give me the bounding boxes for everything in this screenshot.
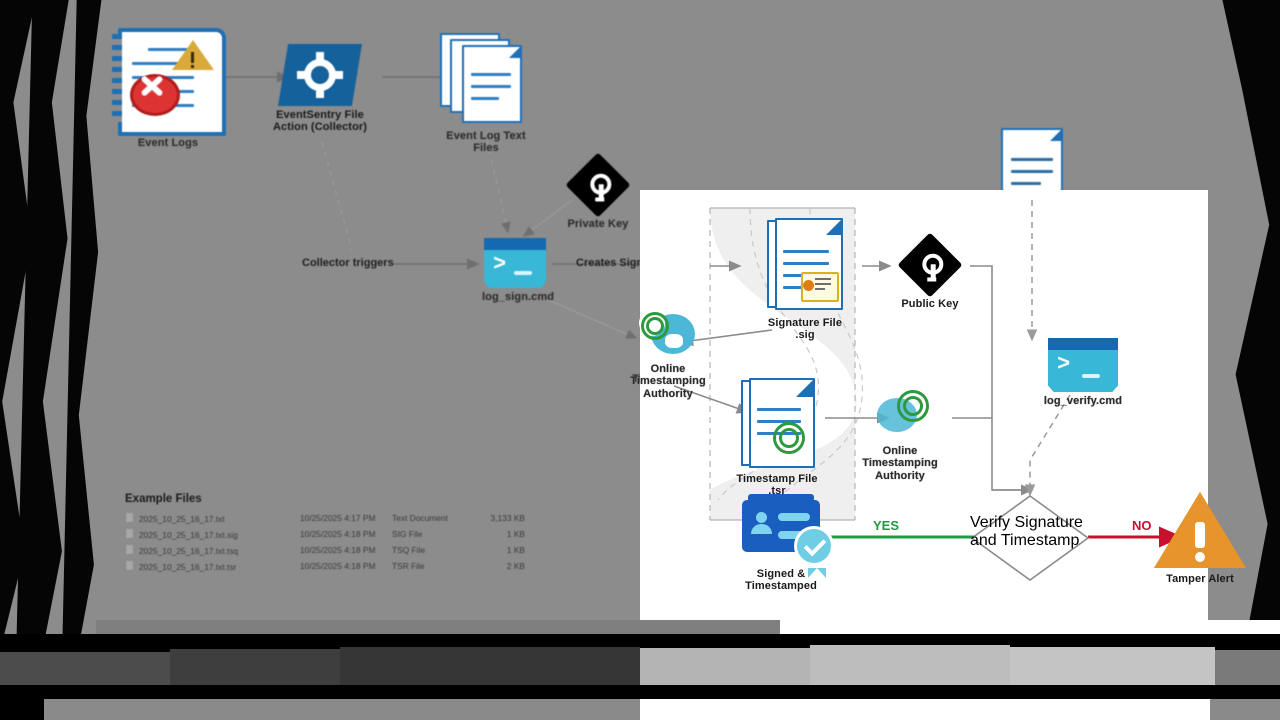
file-date: 10/25/2025 4:18 PM <box>300 561 376 571</box>
example-files-title: Example Files <box>125 493 202 505</box>
signed-document-icon <box>763 218 847 314</box>
node-event-log-text-files: Event Log Text Files <box>430 33 542 155</box>
file-size: 1 KB <box>506 529 525 539</box>
node-label: Private Key <box>567 218 629 230</box>
file-name: 2025_10_25_16_17.txt <box>139 514 225 524</box>
terminal-icon: > <box>484 238 546 288</box>
file-type: SIG File <box>392 529 423 539</box>
table-row: 2025_10_25_16_17.txt.tsr 10/25/2025 4:18… <box>125 558 525 574</box>
file-date: 10/25/2025 4:18 PM <box>300 529 376 539</box>
warning-triangle-icon <box>1154 492 1246 568</box>
terminal-icon: > <box>1048 338 1118 392</box>
table-row: 2025_10_25_16_17.txt.tsq 10/25/2025 4:18… <box>125 542 525 558</box>
file-type: TSR File <box>392 561 425 571</box>
file-name: 2025_10_25_16_17.txt.tsq <box>139 546 239 556</box>
file-size: 1 KB <box>506 545 525 555</box>
file-type: TSQ File <box>392 545 426 555</box>
node-label: Public Key <box>901 298 959 310</box>
node-event-logs: Event Logs <box>104 28 232 149</box>
node-public-key: Public Key <box>888 232 972 310</box>
node-timestamp-file: Timestamp File .tsr <box>712 378 842 498</box>
node-tsa-right: Online Timestamping Authority <box>848 390 952 482</box>
node-private-key: Private Key <box>556 152 640 230</box>
file-size: 2 KB <box>506 561 525 571</box>
file-name: 2025_10_25_16_17.txt.tsr <box>139 562 237 572</box>
node-label: Event Log Text Files <box>446 130 526 155</box>
node-verify-decision: Verify Signature and Timestamp <box>970 494 1090 582</box>
edge-label-collector-triggers: Collector triggers <box>302 257 394 269</box>
file-icon <box>125 544 134 555</box>
table-row: 2025_10_25_16_17.txt 10/25/2025 4:17 PM … <box>125 510 525 526</box>
node-label: log_sign.cmd <box>482 291 555 303</box>
decision-diamond-icon <box>970 495 1090 581</box>
file-icon <box>125 528 134 539</box>
example-files-block: Example Files 2025_10_25_16_17.txt 10/25… <box>125 493 525 574</box>
document-stack-icon <box>440 33 532 127</box>
node-label: Online Timestamping Authority <box>862 445 938 482</box>
timestamp-document-icon <box>737 378 817 470</box>
node-log-sign-cmd: > log_sign.cmd <box>482 238 555 303</box>
node-tamper-alert: Tamper Alert <box>1152 492 1248 585</box>
globe-fingerprint-icon <box>871 390 929 442</box>
node-label: Online Timestamping Authority <box>630 363 706 400</box>
node-file-action: EventSentry File Action (Collector) <box>258 44 382 134</box>
node-label: Verify Signature and Timestamp <box>970 514 1083 549</box>
node-tsa-left: Online Timestamping Authority <box>618 308 718 400</box>
branch-label-no: NO <box>1128 518 1156 533</box>
public-key-icon <box>897 232 963 298</box>
node-log-verify-cmd: > log_verify.cmd <box>1038 338 1128 407</box>
node-label: EventSentry File Action (Collector) <box>272 109 368 134</box>
file-type: Text Document <box>392 513 448 523</box>
event-log-document-icon <box>112 28 226 136</box>
signed-badge-card-icon <box>742 494 834 578</box>
private-key-icon <box>565 152 631 218</box>
node-label: Event Logs <box>137 137 199 149</box>
table-row: 2025_10_25_16_17.txt.sig 10/25/2025 4:18… <box>125 526 525 542</box>
globe-fingerprint-icon <box>639 308 697 360</box>
file-icon <box>125 512 134 523</box>
file-size: 3,133 KB <box>490 513 525 523</box>
example-files-table: 2025_10_25_16_17.txt 10/25/2025 4:17 PM … <box>125 510 525 574</box>
file-icon <box>125 560 134 571</box>
foreground-diagram-panel: Signature File .sig Public Key Online Ti… <box>630 190 1246 628</box>
node-signed-timestamped: Signed & Timestamped <box>718 494 844 593</box>
branch-label-yes: YES <box>868 518 905 533</box>
node-label: Signed & Timestamped <box>745 568 817 593</box>
gear-parallelogram-icon <box>278 44 362 106</box>
node-label: log_verify.cmd <box>1043 395 1123 407</box>
file-date: 10/25/2025 4:18 PM <box>300 545 376 555</box>
node-label: Tamper Alert <box>1166 573 1234 585</box>
node-label: Signature File .sig <box>767 317 843 342</box>
file-date: 10/25/2025 4:17 PM <box>300 513 376 523</box>
file-name: 2025_10_25_16_17.txt.sig <box>139 530 238 540</box>
node-signature-file: Signature File .sig <box>745 218 865 342</box>
